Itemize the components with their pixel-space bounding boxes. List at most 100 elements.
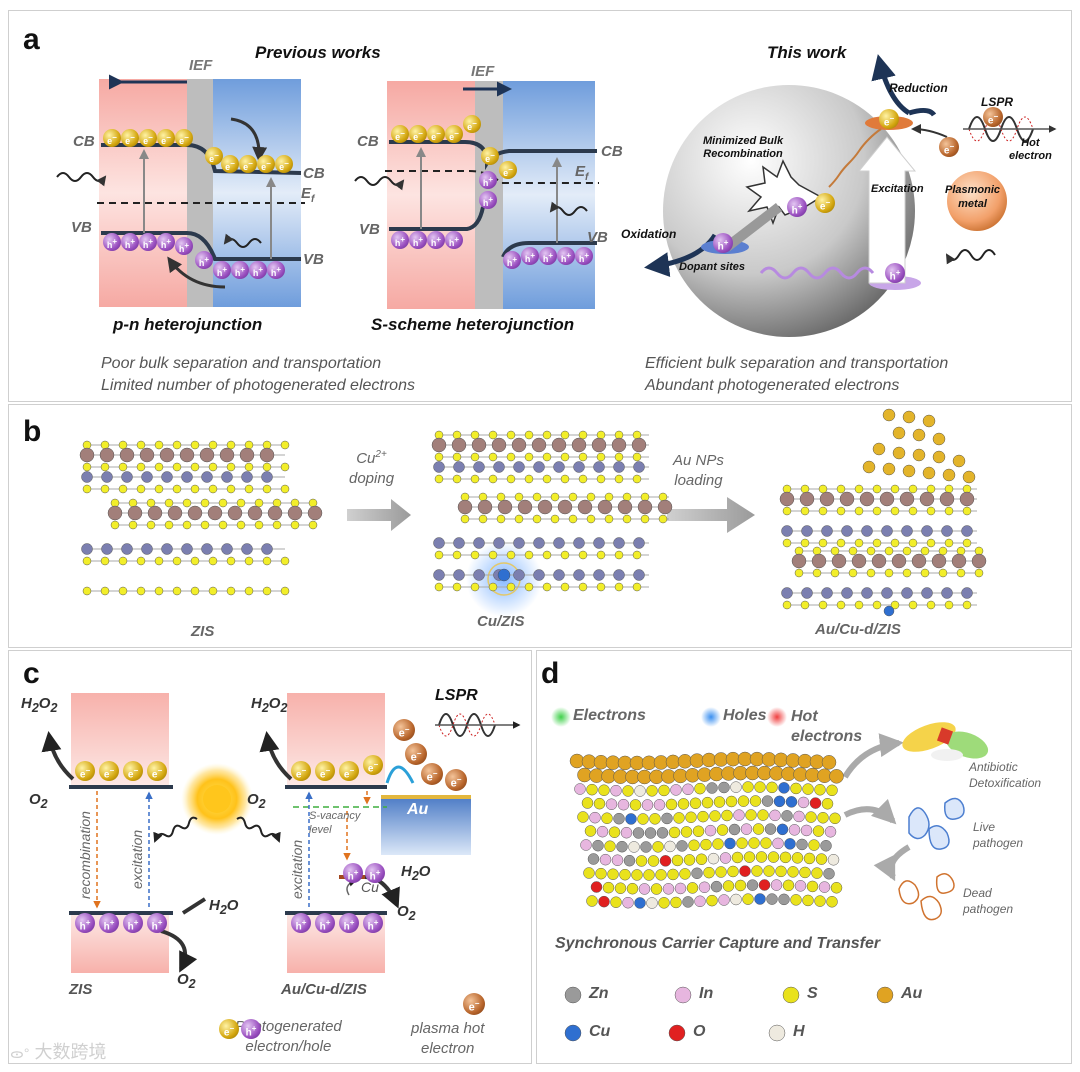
excitation-label-c-right: excitation <box>289 839 305 899</box>
in-atom <box>179 447 195 463</box>
s-atom <box>524 550 534 560</box>
s-atom <box>763 865 775 877</box>
zn-atom <box>941 525 953 537</box>
hole-ball: h+ <box>365 863 385 883</box>
s-atom <box>814 783 826 796</box>
s-atom <box>524 474 534 484</box>
in-atom <box>79 447 95 463</box>
zn-atom <box>553 461 565 473</box>
vb-label-pn-right: VB <box>303 251 324 268</box>
zn-atom <box>453 569 465 581</box>
in-atom <box>471 437 487 453</box>
s-atom <box>82 462 92 472</box>
in-atom <box>591 437 607 453</box>
o2-o-r: O <box>247 791 259 808</box>
electron-ball: e− <box>221 155 239 173</box>
in-atom <box>800 824 813 837</box>
s-atom <box>452 474 462 484</box>
zn-atom <box>881 525 893 537</box>
s-atom <box>190 462 200 472</box>
s-atom <box>244 586 254 596</box>
s-atom <box>800 600 810 610</box>
s-atom <box>280 462 290 472</box>
in-atom <box>611 437 627 453</box>
zn-atom <box>691 867 703 880</box>
s-atom <box>637 813 649 825</box>
in-atom <box>718 894 730 906</box>
hole-ball: h+ <box>391 231 409 249</box>
s-atom <box>598 784 610 796</box>
s-atom <box>604 514 614 524</box>
hole-ball: h+ <box>267 261 285 279</box>
panel-a: a <box>8 10 1072 402</box>
s-atom <box>452 452 462 462</box>
zn-atom <box>573 569 585 581</box>
cb-label-s-right: CB <box>601 143 623 160</box>
zn-atom <box>623 854 636 867</box>
zn-atom <box>473 569 485 581</box>
zn-atom <box>433 537 445 549</box>
hole-ball: h+ <box>787 197 807 217</box>
au-atom <box>952 454 966 468</box>
s-atom <box>514 514 524 524</box>
hot-electron-line1: Hot <box>1021 137 1040 149</box>
s-atom <box>208 586 218 596</box>
s-atom <box>118 556 128 566</box>
zis-label-b: ZIS <box>191 623 215 640</box>
s-atom <box>926 600 936 610</box>
zn-atom <box>881 587 893 599</box>
antibiotic-line1: Antibiotic <box>969 760 1018 774</box>
au-atom <box>862 460 876 474</box>
zn-atom <box>796 838 808 851</box>
in-atom <box>704 824 717 837</box>
s-atom <box>782 879 795 892</box>
s-atom <box>82 484 92 494</box>
au-atom <box>962 470 976 484</box>
in-atom <box>879 491 895 507</box>
in-atom <box>239 447 255 463</box>
in-atom <box>694 895 706 908</box>
in-atom <box>457 499 473 515</box>
hot-electron-label-a: Hot electron <box>1009 137 1052 163</box>
s-atom <box>560 582 570 592</box>
au-atom <box>882 408 896 422</box>
zn-atom <box>592 839 604 852</box>
s-atom <box>800 538 810 548</box>
in-atom <box>451 437 467 453</box>
s-atom <box>218 498 228 508</box>
electron-ball: e− <box>257 155 275 173</box>
s-atom <box>665 798 678 811</box>
in-atom <box>951 553 967 569</box>
s-atom <box>622 514 632 524</box>
hole-ball: h+ <box>575 247 593 265</box>
in-atom <box>670 784 682 796</box>
electron-ball: e− <box>99 761 119 781</box>
in-atom <box>797 796 810 809</box>
s-atom <box>614 582 624 592</box>
legend-photogenerated-line2: electron/hole <box>245 1038 332 1055</box>
s-atom <box>749 795 762 807</box>
zn-atom <box>433 461 445 473</box>
s-atom <box>542 550 552 560</box>
s-atom <box>701 796 714 809</box>
in-atom <box>127 505 143 521</box>
s-atom <box>182 520 192 530</box>
s-atom <box>673 812 685 824</box>
s-atom <box>622 785 634 797</box>
in-atom <box>779 491 795 507</box>
s-atom <box>632 452 642 462</box>
zn-atom <box>201 471 213 483</box>
ef-label-pn: Ef <box>301 185 314 205</box>
aucuzis-label-b: Au/Cu-d/ZIS <box>815 621 901 638</box>
hole-ball: h+ <box>503 251 521 269</box>
hole-ball: h+ <box>315 913 335 933</box>
zn-atom <box>101 471 113 483</box>
live-pathogen-line2: pathogen <box>973 836 1024 850</box>
s-atom <box>560 474 570 484</box>
this-work-title: This work <box>767 43 847 62</box>
arrow-doping <box>347 499 411 531</box>
zn-atom <box>161 543 173 555</box>
s-atom <box>578 430 588 440</box>
s-atom <box>577 811 589 823</box>
electron-ball: e− <box>481 147 499 165</box>
